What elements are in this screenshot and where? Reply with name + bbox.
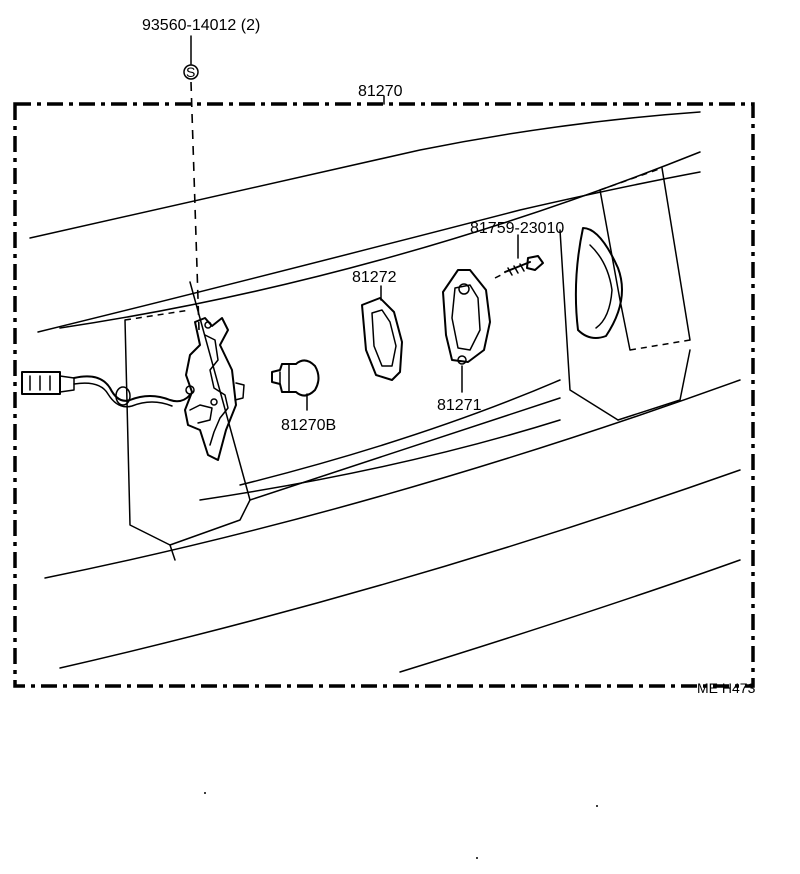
- bolt-leader: [183, 35, 200, 331]
- lamp-bulb: [271, 359, 320, 411]
- wire-connector: [21, 371, 61, 395]
- lamp-lens: [442, 269, 491, 393]
- scan-specks: [204, 792, 598, 859]
- bumper-body: [29, 111, 741, 673]
- figure-code: ME H473: [697, 680, 756, 696]
- mounting-screw: [494, 234, 544, 279]
- assembly-part-number: 81270: [358, 83, 403, 100]
- lens-part-number: 81271: [437, 397, 482, 414]
- bolt-symbol: S: [186, 64, 195, 80]
- wire-harness: [21, 371, 191, 408]
- assembly-frame: [13, 102, 755, 688]
- lens-gasket: [361, 285, 403, 381]
- bolt-symbol-circle: [183, 64, 199, 80]
- side-recess: [574, 227, 623, 339]
- lamp-socket: [184, 317, 245, 461]
- bolt-part-number: 93560-14012 (2): [142, 17, 260, 34]
- bulb-part-number: 81270B: [281, 417, 336, 434]
- screw-part-number: 81759-23010: [470, 220, 564, 237]
- gasket-part-number: 81272: [352, 269, 397, 286]
